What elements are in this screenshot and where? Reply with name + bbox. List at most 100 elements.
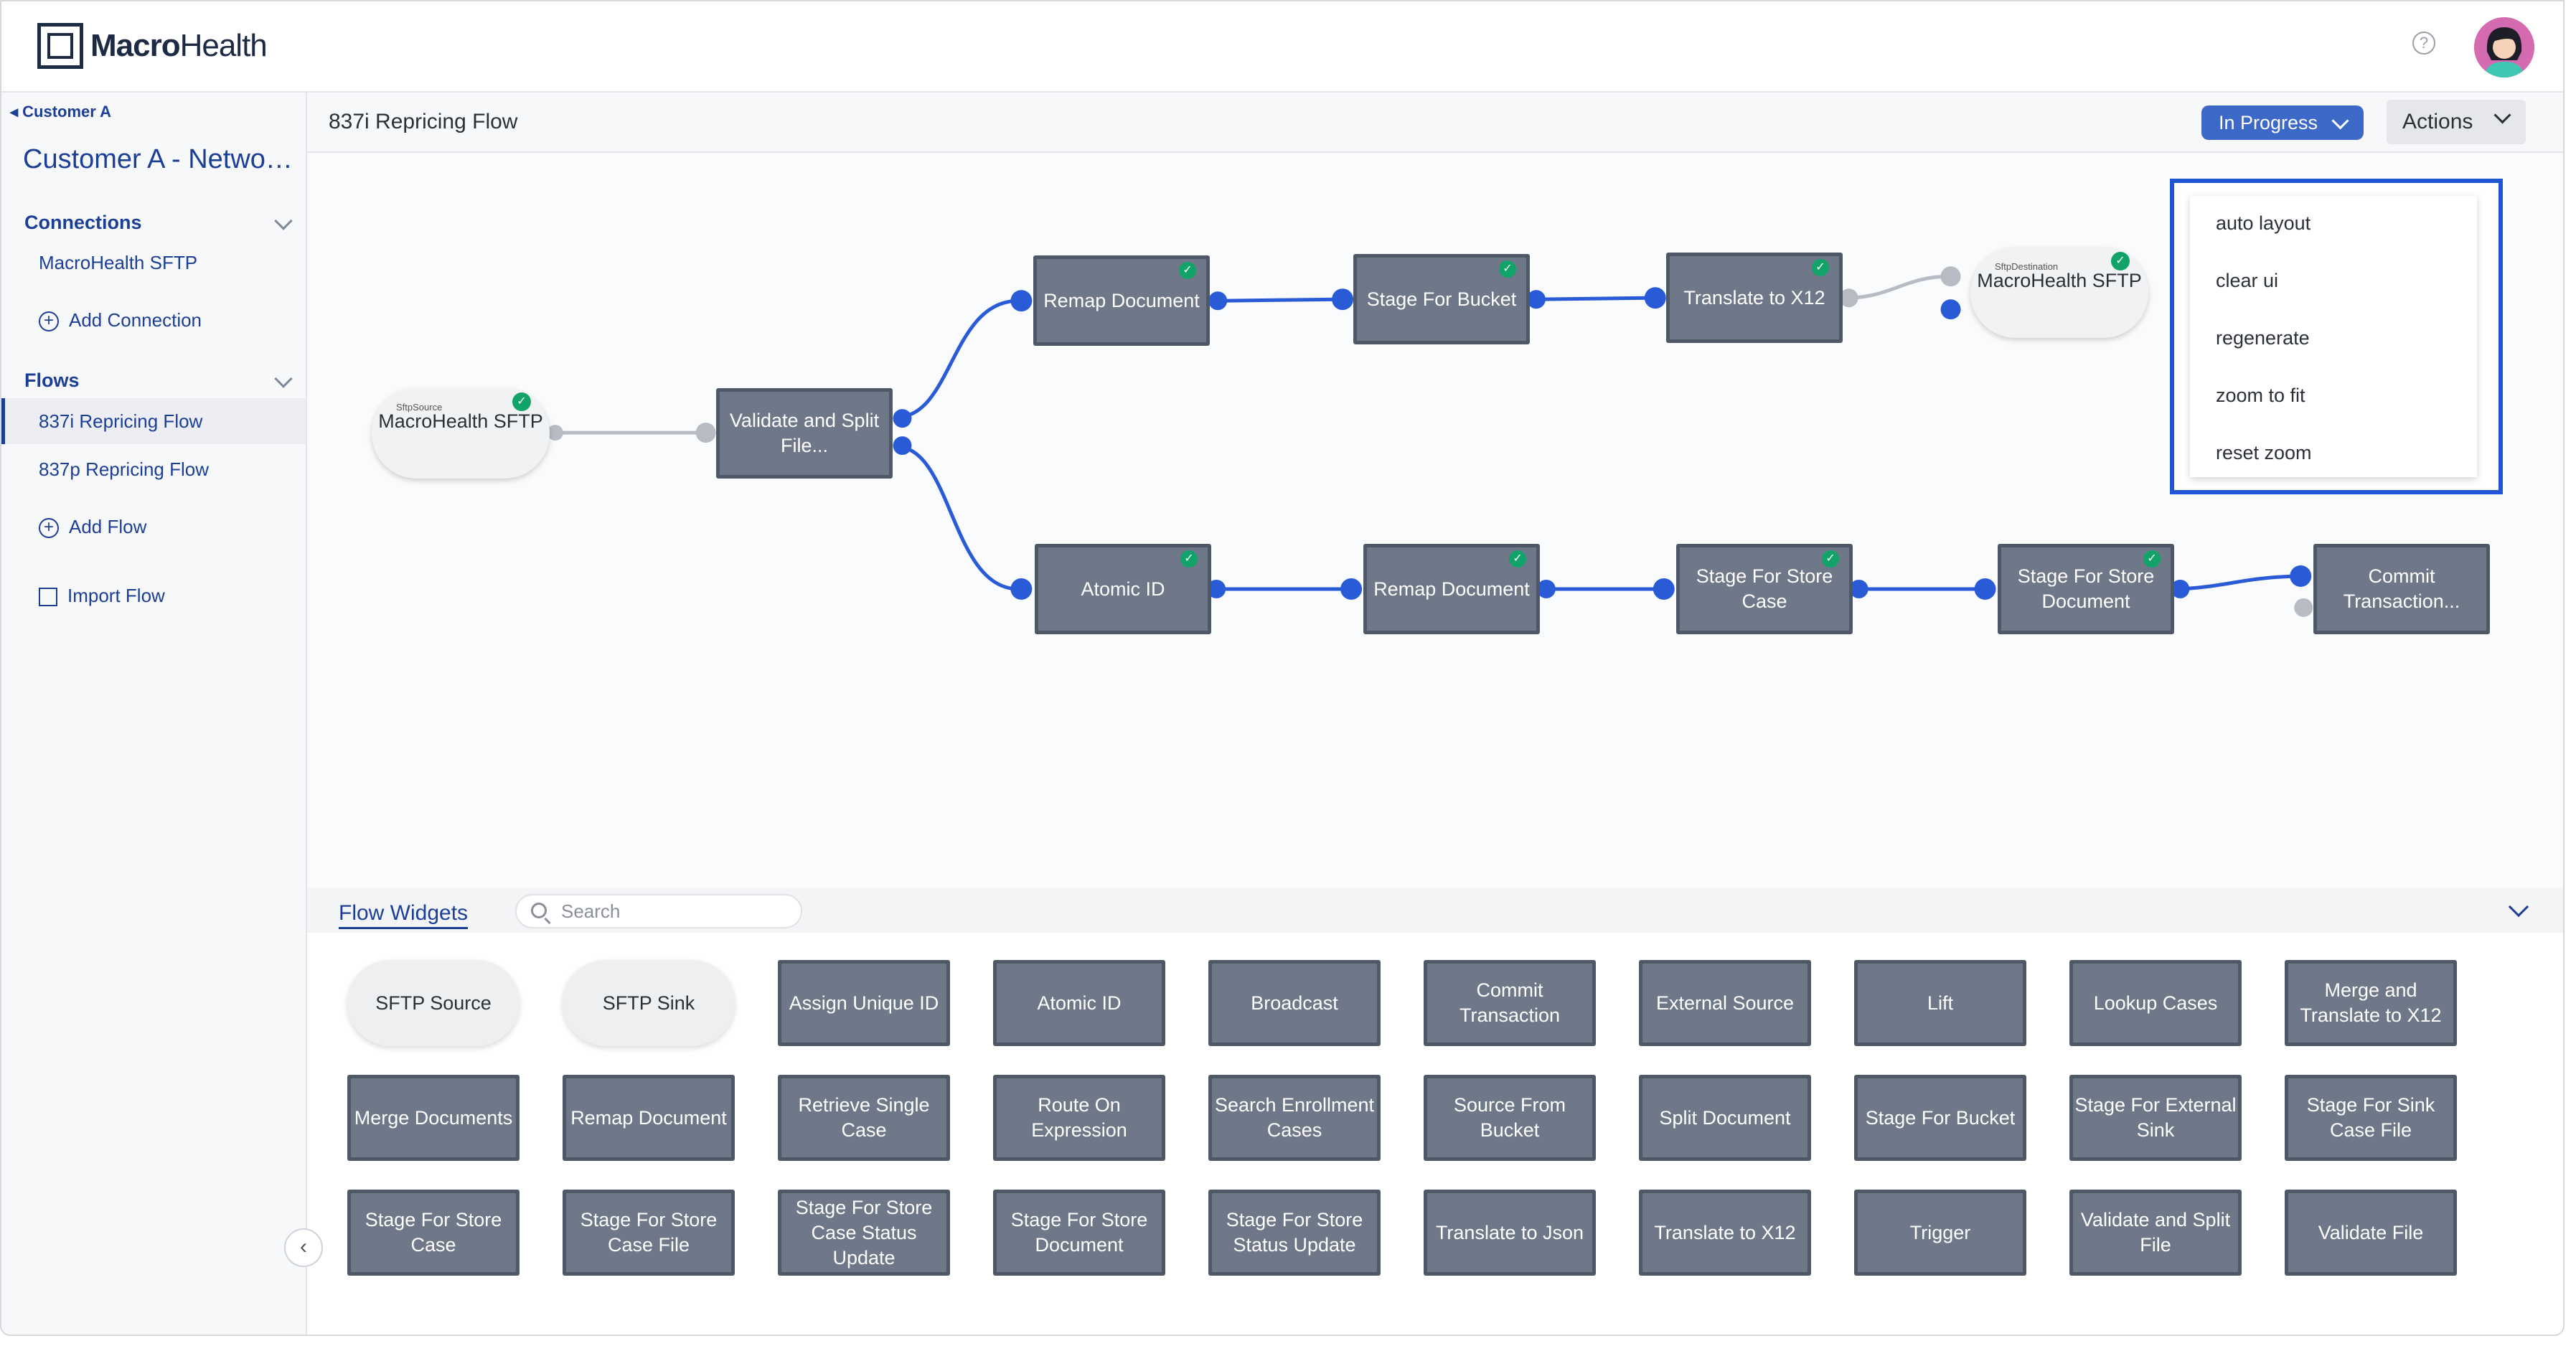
actions-dropdown[interactable]: Actions [2387,100,2526,144]
widget-merge-and-translate-to-x12[interactable]: Merge and Translate to X12 [2285,960,2457,1046]
add-connection-button[interactable]: +Add Connection [39,309,202,332]
node-translate-x12[interactable]: ✓Translate to X12 [1666,253,1843,343]
menu-item-reset-zoom[interactable]: reset zoom [2216,442,2312,463]
menu-item-clear-ui[interactable]: clear ui [2216,270,2279,291]
node-type-label: SftpSource [396,402,443,413]
check-icon: ✓ [1180,550,1198,568]
check-icon: ✓ [2143,550,2161,568]
flows-chevron-icon[interactable] [274,370,293,388]
widget-external-source[interactable]: External Source [1639,960,1811,1046]
widget-stage-for-bucket[interactable]: Stage For Bucket [1854,1075,2026,1161]
widget-lookup-cases[interactable]: Lookup Cases [2069,960,2242,1046]
node-sftp-source[interactable]: SftpSource ✓ MacroHealth SFTP [372,388,550,479]
widget-label: Stage For Store Status Update [1226,1209,1363,1256]
widget-stage-for-store-case[interactable]: Stage For Store Case [347,1190,520,1276]
import-flow-button[interactable]: Import Flow [39,585,165,607]
widget-label: Stage For Bucket [1865,1106,2016,1129]
widget-retrieve-single-case[interactable]: Retrieve Single Case [778,1075,950,1161]
widget-label: Stage For Store Case File [580,1209,718,1256]
widget-commit-transaction[interactable]: Commit Transaction [1424,960,1596,1046]
widget-stage-for-store-case-file[interactable]: Stage For Store Case File [563,1190,735,1276]
widget-label: Stage For Store Document [1010,1209,1148,1256]
widget-merge-documents[interactable]: Merge Documents [347,1075,520,1161]
node-label: Remap Document [1373,578,1530,600]
widget-translate-to-json[interactable]: Translate to Json [1424,1190,1596,1276]
widget-assign-unique-id[interactable]: Assign Unique ID [778,960,950,1046]
search-icon [531,903,547,918]
node-remap-document[interactable]: ✓Remap Document [1033,255,1210,346]
node-stage-store-case[interactable]: ✓Stage For Store Case [1676,544,1853,634]
actions-menu-highlight: auto layout clear ui regenerate zoom to … [2170,179,2503,494]
widget-label: SFTP Sink [602,992,695,1014]
widget-remap-document[interactable]: Remap Document [563,1075,735,1161]
node-label: Remap Document [1043,289,1200,311]
sidebar-item-837p-flow[interactable]: 837p Repricing Flow [39,458,210,480]
widget-stage-for-external-sink[interactable]: Stage For External Sink [2069,1075,2242,1161]
help-icon[interactable]: ? [2412,32,2435,55]
widget-validate-and-split-file[interactable]: Validate and Split File [2069,1190,2242,1276]
widget-stage-for-store-document[interactable]: Stage For Store Document [993,1190,1165,1276]
add-flow-label: Add Flow [69,516,147,537]
node-label: Validate and Split File... [729,410,880,456]
widget-trigger[interactable]: Trigger [1854,1190,2026,1276]
node-remap-document-2[interactable]: ✓ Remap Document [1363,544,1540,634]
node-label: Commit Transaction... [2343,565,2460,612]
widget-stage-for-sink-case-file[interactable]: Stage For Sink Case File [2285,1075,2457,1161]
connections-chevron-icon[interactable] [274,212,293,230]
widget-label: Broadcast [1251,992,1338,1014]
node-validate-split[interactable]: Validate and Split File... [716,388,893,479]
node-sftp-destination[interactable]: SftpDestination ✓ MacroHealth SFTP [1970,248,2148,338]
widget-route-on-expression[interactable]: Route On Expression [993,1075,1165,1161]
collapse-sidebar-button[interactable]: ‹ [284,1228,323,1267]
widget-label: Validate and Split File [2080,1209,2231,1256]
menu-item-auto-layout[interactable]: auto layout [2216,212,2311,234]
sidebar-item-macrohealth-sftp[interactable]: MacroHealth SFTP [39,252,198,273]
menu-item-regenerate[interactable]: regenerate [2216,327,2310,349]
flow-title: 837i Repricing Flow [329,110,518,133]
node-label: Stage For Bucket [1366,288,1517,310]
widget-translate-to-x12[interactable]: Translate to X12 [1639,1190,1811,1276]
widgets-toolbar: Flow Widgets Search [307,888,2563,933]
add-flow-button[interactable]: + Add Flow [39,516,147,539]
plus-icon: + [39,518,59,539]
widget-label: Route On Expression [1031,1094,1127,1141]
check-icon: ✓ [1509,550,1526,568]
widget-split-document[interactable]: Split Document [1639,1075,1811,1161]
flow-widgets-panel: Flow Widgets Search SFTP Source SFTP Sink… [307,888,2563,1335]
widget-stage-for-store-status-update[interactable]: Stage For Store Status Update [1208,1190,1381,1276]
widget-search-input[interactable]: Search [515,894,802,928]
widget-sftp-source[interactable]: SFTP Source [347,960,520,1046]
widget-label: Split Document [1659,1106,1791,1129]
check-icon: ✓ [1812,259,1829,276]
node-atomic-id[interactable]: ✓Atomic ID [1035,544,1211,634]
widget-search-enrollment-cases[interactable]: Search Enrollment Cases [1208,1075,1381,1161]
import-icon [39,588,57,607]
flows-header[interactable]: Flows [24,370,80,391]
node-label: Stage For Store Document [2017,565,2155,612]
node-commit-transaction[interactable]: Commit Transaction... [2313,544,2490,634]
tab-flow-widgets[interactable]: Flow Widgets [339,901,469,929]
back-link[interactable]: ◂ Customer A [10,103,112,121]
widget-atomic-id[interactable]: Atomic ID [993,960,1165,1046]
widget-label: Merge and Translate to X12 [2300,979,2442,1026]
collapse-widgets-chevron-icon[interactable] [2508,896,2529,918]
connections-header[interactable]: Connections [24,212,142,233]
widget-validate-file[interactable]: Validate File [2285,1190,2457,1276]
sidebar-item-837i-flow[interactable]: 837i Repricing Flow [1,398,306,444]
macrohealth-logo[interactable]: MacroHealth [37,23,268,69]
add-connection-label: Add Connection [69,309,202,331]
widget-label: Merge Documents [354,1106,513,1129]
node-stage-store-document[interactable]: ✓Stage For Store Document [1998,544,2174,634]
node-stage-for-bucket[interactable]: ✓Stage For Bucket [1353,254,1530,344]
customer-title: Customer A - Network Config [23,144,296,174]
flow-canvas[interactable]: SftpSource ✓ MacroHealth SFTP Validate a… [307,153,2563,888]
widget-stage-for-store-case-status-update[interactable]: Stage For Store Case Status Update [778,1190,950,1276]
status-dropdown[interactable]: In Progress [2201,105,2364,140]
widget-source-from-bucket[interactable]: Source From Bucket [1424,1075,1596,1161]
widget-label: Lookup Cases [2093,992,2218,1014]
menu-item-zoom-to-fit[interactable]: zoom to fit [2216,385,2305,406]
widget-broadcast[interactable]: Broadcast [1208,960,1381,1046]
widget-lift[interactable]: Lift [1854,960,2026,1046]
widget-sftp-sink[interactable]: SFTP Sink [563,960,735,1046]
avatar[interactable] [2474,17,2534,77]
